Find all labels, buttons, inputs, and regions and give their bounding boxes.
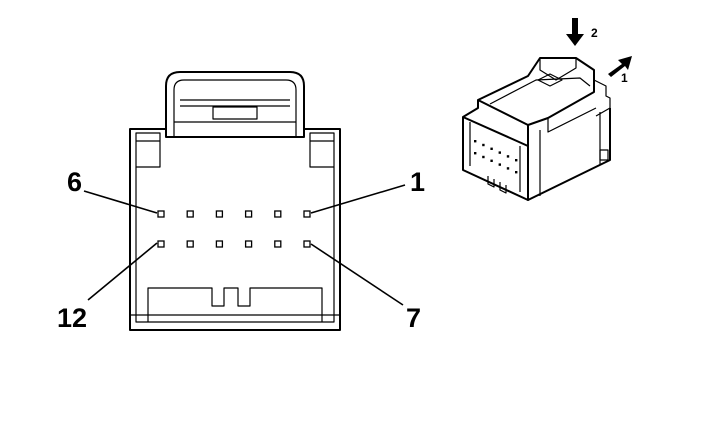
pin-callouts: 6 1 12 7 — [57, 167, 425, 333]
arrow-push-down-icon — [566, 18, 584, 46]
latch-outer — [165, 71, 305, 137]
iso-pin-cavity — [515, 159, 518, 162]
leader-pin-6 — [83, 190, 158, 214]
pin-cavity — [215, 210, 224, 218]
iso-latch-window — [537, 73, 563, 87]
leader-pin-1 — [310, 184, 406, 214]
label-pin-12: 12 — [57, 303, 87, 333]
pin-cavity — [303, 210, 311, 218]
iso-front-face — [462, 116, 529, 201]
right-guide — [309, 132, 335, 168]
iso-shoulder — [547, 107, 597, 133]
pin-cavity — [186, 240, 194, 248]
label-pin-6: 6 — [67, 167, 82, 197]
face-edge — [135, 167, 335, 323]
pin-cavity — [244, 240, 253, 248]
pin-cavities — [157, 210, 311, 248]
iso-latch — [477, 57, 595, 126]
iso-shoulder — [593, 79, 611, 117]
release-arrows: 2 1 — [566, 18, 632, 85]
iso-pin-cavities — [474, 140, 518, 174]
label-pin-1: 1 — [410, 167, 425, 197]
latch-inner — [173, 79, 297, 137]
connector-iso-view — [462, 57, 611, 201]
connector-body — [129, 128, 341, 331]
iso-pin-cavity — [474, 152, 477, 155]
iso-pin-cavity — [474, 140, 477, 143]
iso-pin-cavity — [515, 171, 518, 174]
iso-key — [487, 176, 495, 188]
iso-pin-cavity — [506, 155, 510, 158]
iso-latch-edge — [539, 58, 577, 81]
label-pin-7: 7 — [406, 303, 421, 333]
left-guide — [135, 132, 161, 168]
keying-profile — [147, 287, 323, 322]
iso-pin-cavity — [482, 143, 485, 147]
pin-cavity — [244, 210, 253, 218]
label-arrow-2: 2 — [591, 26, 598, 40]
connector-front-view — [129, 71, 341, 331]
leader-pin-7 — [310, 243, 404, 306]
pin-cavity — [186, 210, 194, 218]
pin-cavity — [303, 240, 311, 248]
pin-cavity — [157, 210, 165, 218]
iso-pin-cavity — [490, 147, 493, 150]
iso-pin-cavity — [490, 159, 493, 162]
pin-cavity — [274, 240, 282, 248]
iso-pin-cavity — [498, 151, 501, 154]
iso-pin-cavity — [482, 155, 485, 159]
pin-cavity — [274, 210, 282, 218]
label-arrow-1: 1 — [621, 71, 628, 85]
arrow-slide-out-icon — [608, 56, 632, 77]
pin-cavity — [215, 240, 224, 248]
iso-side-notch — [599, 149, 609, 161]
iso-side-face — [527, 108, 611, 201]
pin-cavity — [157, 240, 165, 248]
iso-top-face — [462, 99, 529, 146]
leader-pin-12 — [87, 242, 158, 301]
iso-pin-cavity — [498, 163, 501, 166]
iso-pin-cavity — [506, 167, 510, 170]
iso-key — [499, 182, 507, 194]
latch-window — [212, 106, 258, 120]
iso-latch-edge — [489, 77, 591, 105]
